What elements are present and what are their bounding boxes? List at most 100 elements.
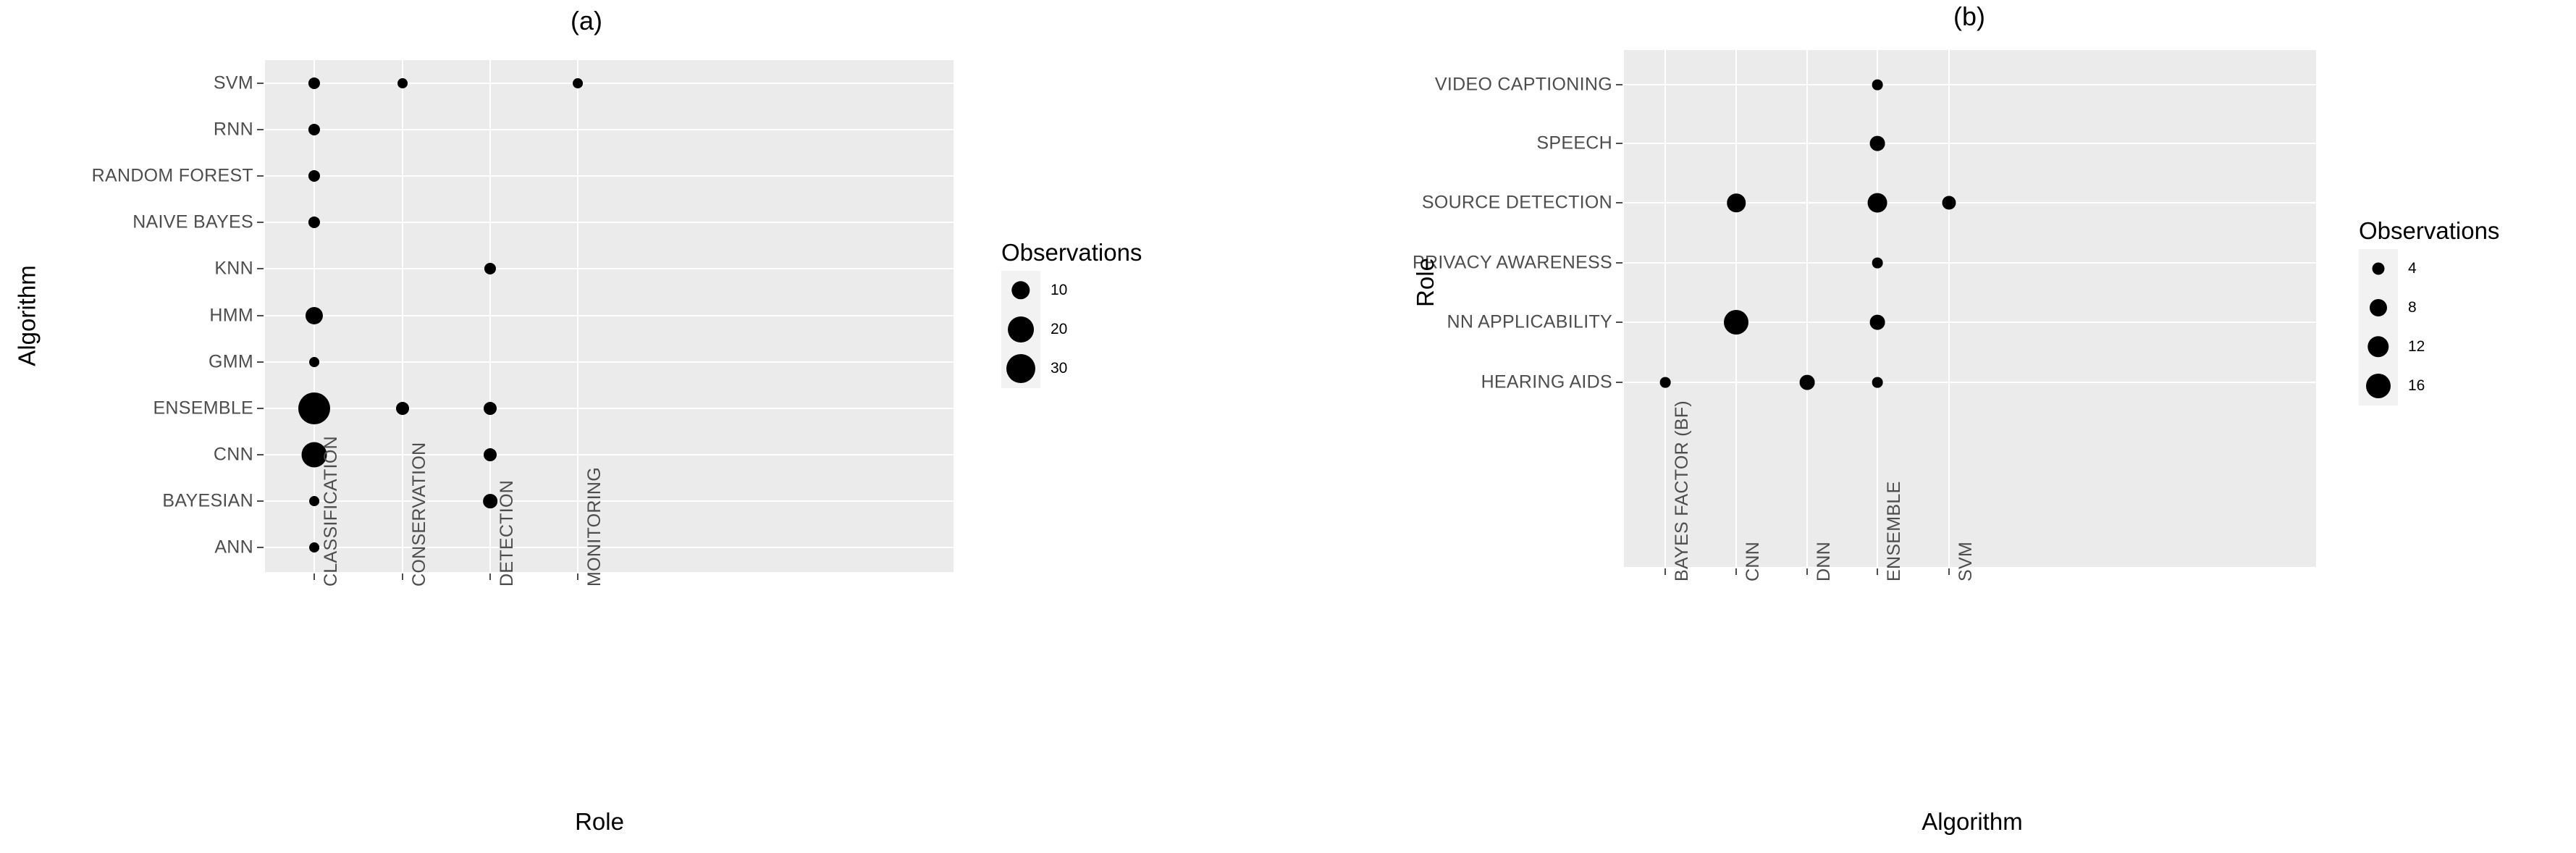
y-tick-label: VIDEO CAPTIONING [1434,74,1612,95]
gridline-vertical [1877,50,1878,567]
panel-b-legend-title: Observations [2359,217,2500,244]
legend-key-swatch [2359,288,2398,327]
x-tick-mark [1948,568,1950,575]
legend-item: 8 [2359,288,2499,327]
legend-key-swatch [2359,366,2398,406]
panel-b-y-axis-title: Role [1411,258,1439,307]
x-tick-mark [313,573,315,580]
gridline-horizontal [1624,262,2316,264]
data-point [1727,193,1746,212]
y-tick-label: SPEECH [1536,133,1612,154]
legend-item-label: 16 [2408,377,2425,394]
y-tick-label: NAIVE BAYES [132,211,253,232]
y-tick-mark [257,268,264,269]
x-tick-label: ENSEMBLE [1884,481,1904,581]
data-point [298,392,330,424]
y-tick-label: CNN [213,444,253,465]
y-tick-mark [257,83,264,84]
x-tick-mark [402,573,403,580]
x-tick-label: BAYES FACTOR (BF) [1672,400,1692,581]
gridline-horizontal [265,547,954,548]
data-point [484,262,497,275]
gridline-horizontal [265,129,954,130]
x-tick-mark [1735,568,1737,575]
legend-item-label: 4 [2408,260,2417,277]
panel-a-title: (a) [571,6,602,35]
y-tick-label: GMM [209,351,253,372]
legend-item: 12 [2359,327,2499,366]
panel-b-title: (b) [1953,1,1985,31]
y-tick-mark [257,500,264,502]
y-tick-mark [257,361,264,363]
legend-dot [1006,354,1035,383]
gridline-horizontal [1624,143,2316,144]
data-point [1869,135,1885,151]
gridline-vertical [402,60,403,572]
legend-item-label: 10 [1051,282,1068,298]
data-point [483,494,497,508]
y-tick-mark [1616,262,1622,264]
gridline-vertical [489,60,491,572]
gridline-horizontal [265,361,954,363]
legend-item-label: 20 [1051,321,1068,337]
data-point [1799,374,1815,390]
gridline-vertical [577,60,578,572]
y-tick-mark [1616,202,1622,203]
data-point [1724,310,1748,335]
y-tick-label: NN APPLICABILITY [1447,311,1612,332]
x-tick-mark [1877,568,1878,575]
data-point [484,402,497,415]
data-point [1872,377,1883,388]
gridline-horizontal [265,268,954,269]
legend-dot [2367,336,2389,358]
legend-key-swatch [1001,349,1040,388]
gridline-vertical [1735,50,1737,567]
gridline-horizontal [265,500,954,502]
y-tick-mark [257,547,264,548]
data-point [308,77,321,90]
legend-dot [2369,298,2388,317]
x-tick-label: CNN [1743,541,1763,581]
data-point [309,357,319,367]
data-point [396,402,409,415]
y-tick-label: ANN [214,537,253,558]
legend-key-swatch [2359,327,2398,366]
data-point [1872,257,1883,269]
x-tick-mark [1664,568,1666,575]
y-tick-mark [257,222,264,223]
data-point [1867,193,1887,213]
x-tick-mark [489,573,491,580]
x-tick-label: SVM [1956,541,1976,581]
data-point [1872,79,1883,91]
y-tick-label: KNN [214,258,253,279]
y-tick-mark [257,175,264,177]
y-tick-label: SOURCE DETECTION [1421,192,1612,213]
x-tick-label: DNN [1814,541,1834,581]
data-point [573,78,583,88]
data-point [1659,377,1671,388]
data-point [308,123,321,136]
legend-key-swatch [2359,249,2398,288]
gridline-horizontal [265,315,954,316]
y-tick-mark [1616,382,1622,383]
data-point [301,442,327,468]
gridline-vertical [1948,50,1950,567]
legend-dot [2372,262,2385,275]
x-tick-mark [577,573,578,580]
y-tick-label: HMM [209,305,253,326]
data-point [1869,314,1885,330]
panel-a-x-axis-title: Role [575,808,624,835]
legend-key-swatch [1001,271,1040,310]
gridline-horizontal [1624,202,2316,203]
data-point [309,496,319,506]
gridline-vertical [1664,50,1666,567]
y-tick-label: RANDOM FOREST [91,165,253,186]
y-tick-label: HEARING AIDS [1481,371,1612,392]
data-point [397,78,408,88]
y-tick-mark [1616,143,1622,144]
y-tick-mark [257,454,264,455]
